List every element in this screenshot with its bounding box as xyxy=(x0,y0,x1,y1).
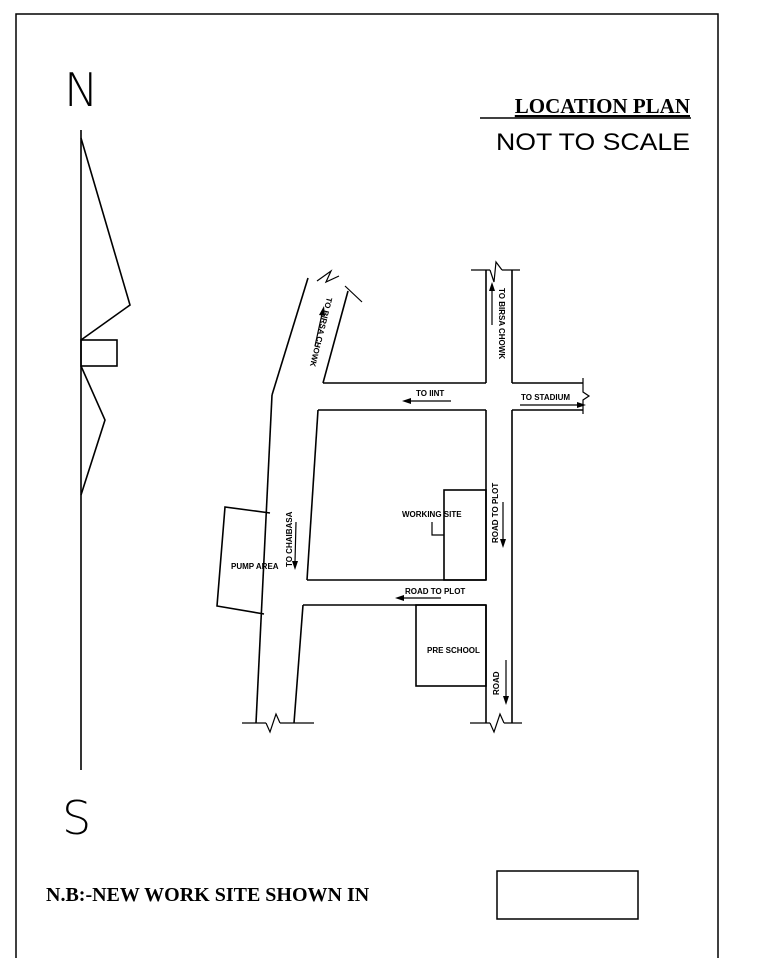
working-site-box xyxy=(443,489,487,581)
sheet-border xyxy=(15,13,719,958)
label-to-birsa-chowk-right: TO BIRSA CHOWK xyxy=(497,288,506,359)
label-to-iint: TO IINT xyxy=(416,389,444,398)
label-to-stadium: TO STADIUM xyxy=(521,393,570,402)
pre-school-box xyxy=(415,604,487,687)
label-pump-area: PUMP AREA xyxy=(231,562,279,571)
direction-arrows xyxy=(292,282,586,705)
note-text: N.B:-NEW WORK SITE SHOWN IN xyxy=(46,884,370,906)
label-road-to-plot-vertical: ROAD TO PLOT xyxy=(491,483,500,543)
road-network xyxy=(216,260,591,734)
page-title: LOCATION PLAN xyxy=(515,94,690,118)
label-road: ROAD xyxy=(492,671,501,695)
label-road-to-plot-horizontal: ROAD TO PLOT xyxy=(405,587,465,596)
page-subtitle: NOT TO SCALE xyxy=(496,129,690,156)
label-pre-school: PRE SCHOOL xyxy=(427,646,480,655)
label-to-chaibasa: TO CHAIBASA xyxy=(285,511,294,567)
north-arrow: N S xyxy=(62,63,131,845)
legend-box xyxy=(496,870,639,920)
label-working-site: WORKING SITE xyxy=(402,510,462,519)
north-letter: N xyxy=(64,63,98,117)
south-letter: S xyxy=(62,791,91,845)
